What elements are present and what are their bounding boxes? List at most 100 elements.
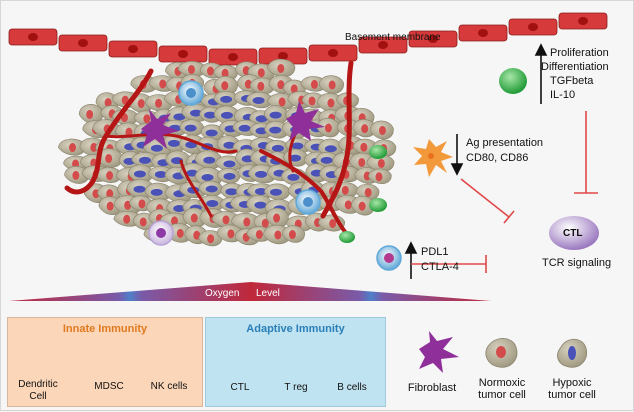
normoxic-nucleus [344,200,352,210]
normoxic-nucleus [222,215,230,225]
normoxic-nucleus [227,229,235,239]
normoxic-nucleus [308,96,316,106]
normoxic-nucleus [255,229,263,239]
effect-cd80-cd86: CD80, CD86 [466,152,529,164]
legend-hypoxic-label: Hypoxic tumor cell [548,377,596,401]
tcr-signaling-label: TCR signaling [542,257,612,269]
normoxic-nucleus [257,81,265,91]
normoxic-nucleus [69,143,77,153]
hypoxic-nucleus [206,200,219,208]
effect-tgfbeta: TGFbeta [550,75,594,87]
hypoxic-nucleus [225,188,238,196]
basement-membrane [8,12,608,66]
normoxic-nucleus [375,172,383,182]
membrane-nucleus [228,53,238,61]
fibroblast-star [141,109,179,149]
basement-membrane-label: Basement membrane [345,32,441,43]
normoxic-nucleus [364,187,372,197]
hypoxic-nucleus [223,172,236,180]
normoxic-nucleus [324,123,332,133]
normoxic-nucleus [277,63,285,73]
checkpoint-pdl1: PDL1 [421,246,449,258]
hypoxic-nucleus [150,188,163,196]
hypoxic-nucleus [190,109,203,117]
hypoxic-nucleus [324,145,337,153]
innate-immunity-box: Innate Immunity [7,317,203,407]
normoxic-nucleus [207,234,215,244]
normoxic-nucleus [138,199,146,209]
ctl-center-label: CTL [563,228,583,239]
hypoxic-nucleus [269,111,282,119]
hypoxic-nucleus [204,111,217,119]
inhibition-lines [411,111,598,273]
membrane-nucleus [528,23,538,31]
normoxic-nucleus [328,80,336,90]
treg-cell [369,198,387,212]
normoxic-nucleus [273,213,281,223]
hypoxic-nucleus [205,129,218,137]
hypoxic-nucleus [154,171,167,179]
normoxic-nucleus [278,97,286,107]
hypoxic-nucleus [291,142,304,150]
normoxic-nucleus [221,68,229,78]
normoxic-nucleus [288,230,296,240]
hypoxic-nucleus [220,111,233,119]
normoxic-nucleus [361,124,369,134]
normoxic-nucleus [206,66,214,76]
hypoxic-nucleus [205,185,218,193]
normoxic-nucleus [193,230,201,240]
arrows [404,43,548,279]
effect-differentiation: Differentiation [541,61,609,73]
normoxic-nucleus [261,218,269,228]
normoxic-nucleus [105,153,113,163]
innate-immunity-title: Innate Immunity [62,323,148,335]
hypoxic-nucleus [287,173,300,181]
fibroblast-star [286,101,325,141]
checkpoint-ctla4: CTLA-4 [421,261,459,273]
normoxic-nucleus [106,171,114,181]
hypoxic-nucleus [133,185,146,193]
normoxic-nucleus [106,201,114,211]
hypoxic-nucleus [168,139,181,147]
hypoxic-nucleus [271,144,284,152]
mdsc-cell-right [376,245,402,271]
membrane-nucleus [78,39,88,47]
dendritic-nucleus [428,153,434,159]
mdsc-cell [178,80,204,106]
membrane-nucleus [128,45,138,53]
effect-proliferation: Proliferation [550,47,609,59]
normoxic-nucleus [137,99,145,109]
membrane-nucleus [478,29,488,37]
mdsc-cell [295,189,321,215]
legend-normoxic-icon [485,338,518,368]
legend-fibroblast-icon [419,331,459,373]
normoxic-nucleus [378,125,386,135]
oxygen-level-bar [9,282,491,301]
adaptive-immunity-box: Adaptive Immunity [205,317,386,407]
hypoxic-nucleus [150,144,163,152]
normoxic-nucleus [171,216,179,226]
legend-dendritic-label: Dendritic Cell [18,379,58,402]
normoxic-nucleus [104,98,112,108]
treg-cell [369,145,387,159]
hypoxic-nucleus [238,124,251,132]
normoxic-nucleus [290,84,298,94]
normoxic-nucleus [360,142,368,152]
hypoxic-nucleus [270,188,283,196]
normoxic-nucleus [187,64,195,74]
legend-normoxic-label: Normoxic tumor cell [478,377,526,401]
normoxic-nucleus [123,214,131,224]
membrane-nucleus [278,52,288,60]
hypoxic-nucleus [269,126,282,134]
hypoxic-nucleus [184,124,197,132]
hypoxic-nucleus [289,154,302,162]
hypoxic-nucleus [203,156,216,164]
hypoxic-nucleus [252,96,265,104]
normoxic-nucleus [277,80,285,90]
normoxic-nucleus [257,68,265,78]
hypoxic-nucleus [138,156,151,164]
normoxic-nucleus [155,98,163,108]
hypoxic-nucleus [255,115,268,123]
normoxic-nucleus [90,142,98,152]
